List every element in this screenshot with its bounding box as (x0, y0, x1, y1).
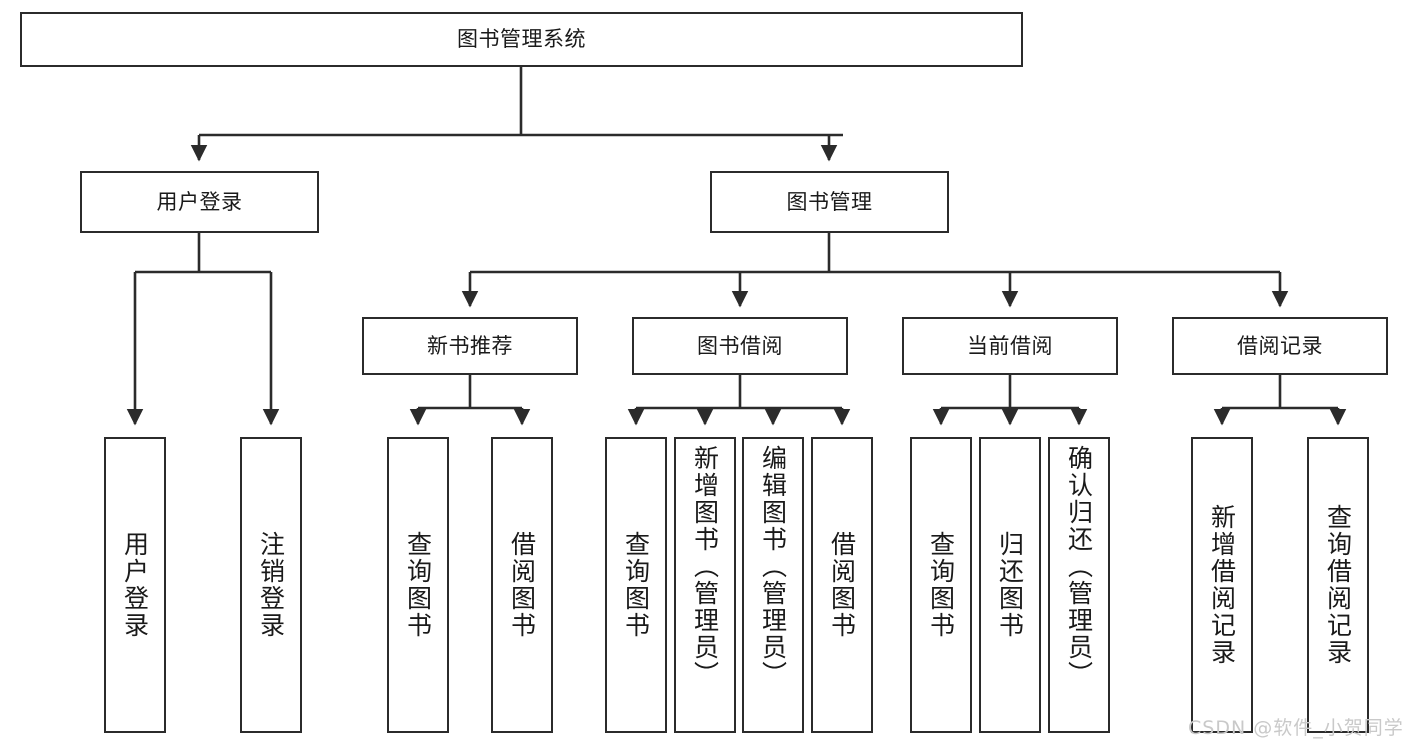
node-leaf-query-book-3[interactable]: 查询图书 (910, 437, 972, 733)
node-borrow-record-label: 借阅记录 (1237, 333, 1323, 358)
node-book-manage-label: 图书管理 (786, 189, 873, 214)
node-book-borrow[interactable]: 图书借阅 (632, 317, 848, 375)
node-borrow-record[interactable]: 借阅记录 (1172, 317, 1388, 375)
node-user-login[interactable]: 用户登录 (80, 171, 319, 233)
node-leaf-borrow-book-1-label: 借阅图书 (507, 531, 537, 639)
node-leaf-query-book-1[interactable]: 查询图书 (387, 437, 449, 733)
node-leaf-edit-book[interactable]: 编辑图书（管理员） (742, 437, 804, 733)
node-leaf-query-book-2[interactable]: 查询图书 (605, 437, 667, 733)
node-leaf-borrow-book-2[interactable]: 借阅图书 (811, 437, 873, 733)
node-leaf-query-record[interactable]: 查询借阅记录 (1307, 437, 1369, 733)
node-leaf-add-book[interactable]: 新增图书（管理员） (674, 437, 736, 733)
node-new-book-rec[interactable]: 新书推荐 (362, 317, 578, 375)
node-leaf-query-book-1-label: 查询图书 (403, 531, 433, 639)
node-leaf-logout[interactable]: 注销登录 (240, 437, 302, 733)
node-root[interactable]: 图书管理系统 (20, 12, 1023, 67)
node-leaf-query-record-label: 查询借阅记录 (1323, 504, 1353, 666)
node-root-label: 图书管理系统 (457, 27, 586, 52)
node-leaf-logout-label: 注销登录 (256, 531, 286, 639)
node-leaf-return-book-label: 归还图书 (995, 531, 1025, 639)
node-leaf-borrow-book-1[interactable]: 借阅图书 (491, 437, 553, 733)
node-leaf-add-book-label: 新增图书（管理员） (690, 445, 720, 688)
node-leaf-confirm-return[interactable]: 确认归还（管理员） (1048, 437, 1110, 733)
node-leaf-add-record[interactable]: 新增借阅记录 (1191, 437, 1253, 733)
node-new-book-rec-label: 新书推荐 (427, 333, 513, 358)
watermark-text: CSDN @软件_小贺同学 (1188, 717, 1404, 739)
node-leaf-confirm-return-label: 确认归还（管理员） (1064, 445, 1094, 688)
node-user-login-label: 用户登录 (156, 189, 243, 214)
node-leaf-borrow-book-2-label: 借阅图书 (827, 531, 857, 639)
node-current-borrow[interactable]: 当前借阅 (902, 317, 1118, 375)
node-current-borrow-label: 当前借阅 (967, 333, 1053, 358)
node-leaf-add-record-label: 新增借阅记录 (1207, 504, 1237, 666)
node-book-borrow-label: 图书借阅 (697, 333, 783, 358)
node-leaf-user-login[interactable]: 用户登录 (104, 437, 166, 733)
node-book-manage[interactable]: 图书管理 (710, 171, 949, 233)
node-leaf-user-login-label: 用户登录 (120, 531, 150, 639)
node-leaf-query-book-3-label: 查询图书 (926, 531, 956, 639)
node-leaf-edit-book-label: 编辑图书（管理员） (758, 445, 788, 688)
node-leaf-query-book-2-label: 查询图书 (621, 531, 651, 639)
node-leaf-return-book[interactable]: 归还图书 (979, 437, 1041, 733)
